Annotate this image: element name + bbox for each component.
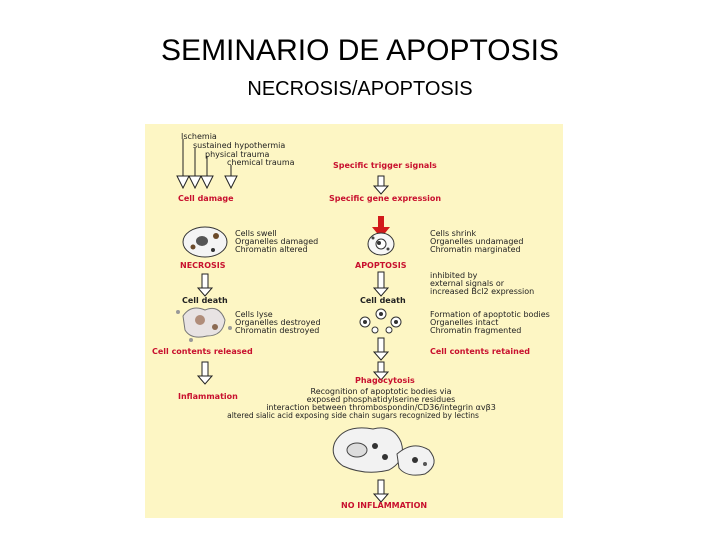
cell-death-left-label: Cell death xyxy=(182,296,228,305)
apoptotic-bodies-icon xyxy=(359,308,402,334)
inhibition-line-3: increased Bcl2 expression xyxy=(430,287,535,296)
specific-trigger-label: Specific trigger signals xyxy=(333,161,437,170)
apoptosis-change-1: Cells shrink xyxy=(430,229,477,238)
recognition-line-4: altered sialic acid exposing side chain … xyxy=(227,411,479,420)
specific-gene-label: Specific gene expression xyxy=(329,194,442,203)
phagocytosis-label: Phagocytosis xyxy=(355,376,415,385)
cause-hypothermia: sustained hypothermia xyxy=(193,141,286,150)
recognition-line-3: interaction between thrombospondin/CD36/… xyxy=(266,403,496,412)
lysed-cell-icon xyxy=(176,307,232,342)
cell-damage-label: Cell damage xyxy=(178,194,234,203)
apoptosis-death-1: Formation of apoptotic bodies xyxy=(430,310,550,319)
cause-physical-trauma: physical trauma xyxy=(205,150,270,159)
necrosis-death-1: Cells lyse xyxy=(235,310,273,319)
slide-title: SEMINARIO DE APOPTOSIS xyxy=(161,34,559,67)
necrosis-death-3: Chromatin destroyed xyxy=(235,326,320,335)
apoptosis-label: APOPTOSIS xyxy=(355,261,407,270)
cause-arrows xyxy=(176,139,238,190)
apoptosis-change-3: Chromatin marginated xyxy=(430,245,521,254)
necrosis-change-2: Organelles damaged xyxy=(235,237,319,246)
contents-retained-label: Cell contents retained xyxy=(430,347,530,356)
necrosis-change-1: Cells swell xyxy=(235,229,277,238)
inhibition-line-1: inhibited by xyxy=(430,271,478,280)
necrotic-cell-icon xyxy=(182,226,228,258)
cell-death-right-label: Cell death xyxy=(360,296,406,305)
necrosis-apoptosis-figure: Ischemia sustained hypothermia physical … xyxy=(145,124,563,518)
apoptotic-cell-icon xyxy=(367,232,395,256)
recognition-line-1: Recognition of apoptotic bodies via xyxy=(310,387,452,396)
apoptosis-death-3: Chromatin fragmented xyxy=(430,326,522,335)
recognition-line-2: exposed phosphatidylserine residues xyxy=(306,395,456,404)
necrosis-death-2: Organelles destroyed xyxy=(235,318,321,327)
inflammation-label: Inflammation xyxy=(178,392,238,401)
cause-chemical-trauma: chemical trauma xyxy=(227,158,295,167)
phagocyte-cells-icon xyxy=(332,427,435,476)
necrosis-change-3: Chromatin altered xyxy=(235,245,308,254)
slide-subtitle: NECROSIS/APOPTOSIS xyxy=(247,78,473,100)
apoptosis-change-2: Organelles undamaged xyxy=(430,237,524,246)
apoptosis-death-2: Organelles intact xyxy=(430,318,499,327)
inhibition-line-2: external signals or xyxy=(430,279,505,288)
figure-graphics xyxy=(176,139,435,503)
cause-ischemia: Ischemia xyxy=(181,132,217,141)
necrosis-label: NECROSIS xyxy=(180,261,226,270)
no-inflammation-label: NO INFLAMMATION xyxy=(341,501,428,510)
contents-released-label: Cell contents released xyxy=(152,347,253,356)
